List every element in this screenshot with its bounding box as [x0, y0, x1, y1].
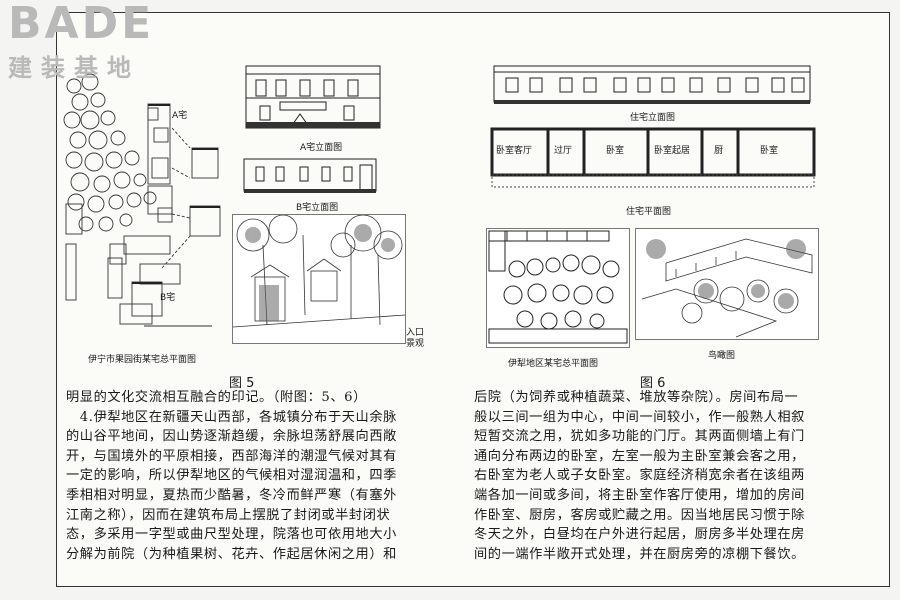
text-line: 冬天之外，白昼均在户外进行起居，厨房多半处理在房	[474, 527, 805, 543]
b-elevation-caption: B宅立面图	[296, 203, 339, 213]
text-line: 季相相对明显，夏热而少酷暑，冬冷而鲜严寒（有塞外	[66, 487, 397, 503]
room-label: 过厅	[554, 146, 573, 156]
text-line: 后院（为饲养或种植蔬菜、堆放等杂院）。房间布局一	[474, 390, 799, 405]
entry-sketch-drawing	[233, 215, 405, 328]
b-house-label: B宅	[160, 293, 176, 303]
text-line: 一定的影响，所以伊犁地区的气候相对湿润温和，四季	[66, 468, 397, 484]
fig5-plan-caption: 伊宁市果园街某宅总平面图	[88, 355, 197, 365]
text-line: 开，与国境外的平原相接，西部海洋的潮湿气候对其有	[66, 448, 397, 464]
text-line: 分解为前院（为种植果树、花卉、作起居休闲之用）和	[66, 546, 397, 562]
fig6-elevation	[490, 60, 816, 108]
fig6-plan-caption: 住宅平面图	[626, 207, 672, 217]
fig6-floor-plan: 卧室客厅 过厅 卧室 卧室起居 厨 卧室	[488, 125, 818, 191]
fig6-site-plan	[486, 228, 630, 348]
text-line: 短暂交流之用，犹如多功能的门厅。其两面侧墙上有门	[474, 429, 805, 445]
fig5-a-elevation	[240, 62, 385, 132]
figure6-label: 图 6	[640, 376, 666, 391]
logo-subtitle: 建装基地	[8, 54, 140, 82]
text-line: 作卧室、厨房，客房或贮藏之用。因当地居民习惯于除	[474, 507, 805, 523]
fig6-aerial-caption: 鸟瞰图	[708, 351, 736, 361]
site-plan-drawing	[63, 73, 221, 327]
fig6-floor-plan-drawing	[490, 127, 816, 188]
a-house-label: A宅	[172, 111, 188, 121]
room-label: 厨	[714, 146, 724, 156]
figure5-label: 图 5	[229, 376, 255, 391]
logo-word: BADE	[8, 0, 155, 49]
right-column-text: 后院（为饲养或种植蔬菜、堆放等杂院）。房间布局一 般以三间一组为中心，中间一间较…	[474, 388, 834, 564]
a-elevation-caption: A宅立面图	[300, 143, 343, 153]
text-line: 右卧室为老人或子女卧室。家庭经济稍宽余者在该组两	[474, 468, 805, 484]
text-line: 4.伊犁地区在新疆天山西部，各城镇分布于天山余脉	[66, 409, 397, 425]
fig6-site-caption: 伊犁地区某宅总平面图	[508, 359, 599, 369]
fig5-site-plan: A宅 B宅	[62, 68, 230, 338]
watermark-logo: BADE 建装基地	[8, 0, 155, 83]
text-line: 江南之称），因而在建筑布局上摆脱了封闭或半封闭状	[66, 507, 391, 523]
text-line: 明显的文化交流相互融合的印记。（附图：5、6）	[66, 390, 367, 405]
text-line: 般以三间一组为中心，中间一间较小，作一般熟人相叙	[474, 409, 805, 425]
entry-view-label: 入口景观	[406, 328, 425, 349]
text-line: 的山谷平地间，因山势逐渐趋缓，余脉坦荡舒展向西敞	[66, 429, 397, 445]
fig6-aerial-view	[635, 228, 819, 340]
text-line: 通向分布两边的卧室，左室一般为主卧室兼会客之用，	[474, 448, 805, 464]
fig5-entry-sketch	[232, 214, 406, 344]
text-line: 端各加一间或多间，将主卧室作客厅使用，增加的房间	[474, 487, 805, 503]
text-line: 间的一端作半敞开式处理，并在厨房旁的凉棚下餐饮。	[474, 546, 805, 562]
fig6-elevation-drawing	[493, 65, 811, 104]
fig6-aerial-drawing	[641, 238, 813, 338]
fig6-site-plan-drawing	[488, 230, 628, 344]
b-elevation-drawing	[243, 158, 377, 193]
a-elevation-drawing	[245, 65, 381, 129]
text-line: 态，多采用一字型或曲尺型处理，院落也可依用地大小	[66, 527, 397, 543]
left-column-text: 明显的文化交流相互融合的印记。（附图：5、6） 4.伊犁地区在新疆天山西部，各城…	[66, 388, 426, 564]
fig6-elevation-caption: 住宅立面图	[630, 113, 676, 123]
room-label: 卧室	[760, 146, 779, 156]
room-label: 卧室客厅	[496, 146, 533, 156]
fig5-b-elevation	[240, 155, 385, 197]
room-label: 卧室	[606, 146, 625, 156]
room-label: 卧室起居	[654, 146, 691, 156]
